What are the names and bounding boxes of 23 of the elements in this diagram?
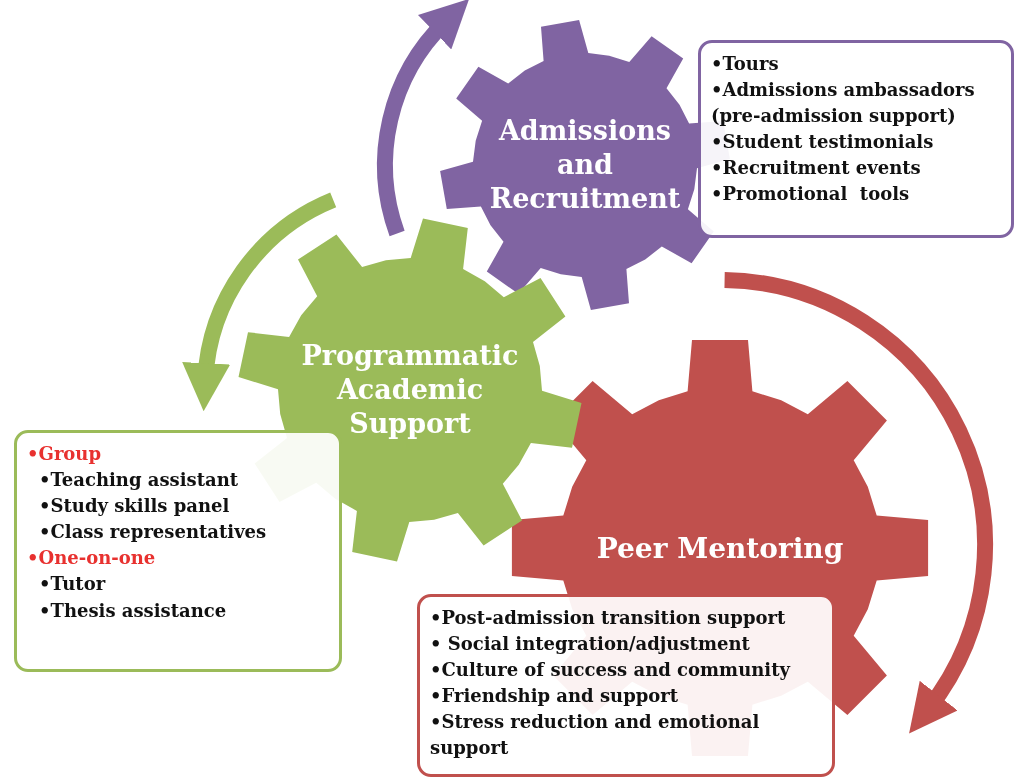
list-item: •Culture of success and community: [430, 658, 792, 683]
text-box: [417, 594, 835, 777]
gear-label: Peer Mentoring: [595, 530, 845, 566]
list-item: •Recruitment events: [711, 156, 922, 181]
list-item: •Thesis assistance: [38, 598, 228, 623]
list-item: •Post-admission transition support: [430, 606, 787, 630]
list-item: •Stress reduction and emotional support: [430, 710, 761, 761]
list-item: • Social integration/adjustment: [430, 632, 751, 657]
list-heading: •One-on-one: [27, 546, 157, 571]
list-item: •Admissions ambassadors (pre-admission support): [711, 78, 976, 129]
list-item: •Promotional tools: [711, 182, 911, 207]
list-item: •Tutor: [38, 572, 107, 597]
list-item: •Teaching assistant: [38, 468, 240, 493]
list-item: •Tours: [711, 52, 780, 76]
list-item: •Student testimonials: [711, 130, 935, 155]
gear-label: Programmatic Academic Support: [300, 339, 520, 441]
list-item: •Study skills panel: [38, 494, 231, 519]
list-item: •Class representatives: [38, 520, 268, 545]
text-box: [14, 430, 342, 672]
text-box: [698, 40, 1014, 238]
list-heading: •Group: [27, 442, 103, 466]
gear-label: Admissions and Recruitment: [488, 114, 682, 216]
list-item: •Friendship and support: [430, 684, 680, 709]
